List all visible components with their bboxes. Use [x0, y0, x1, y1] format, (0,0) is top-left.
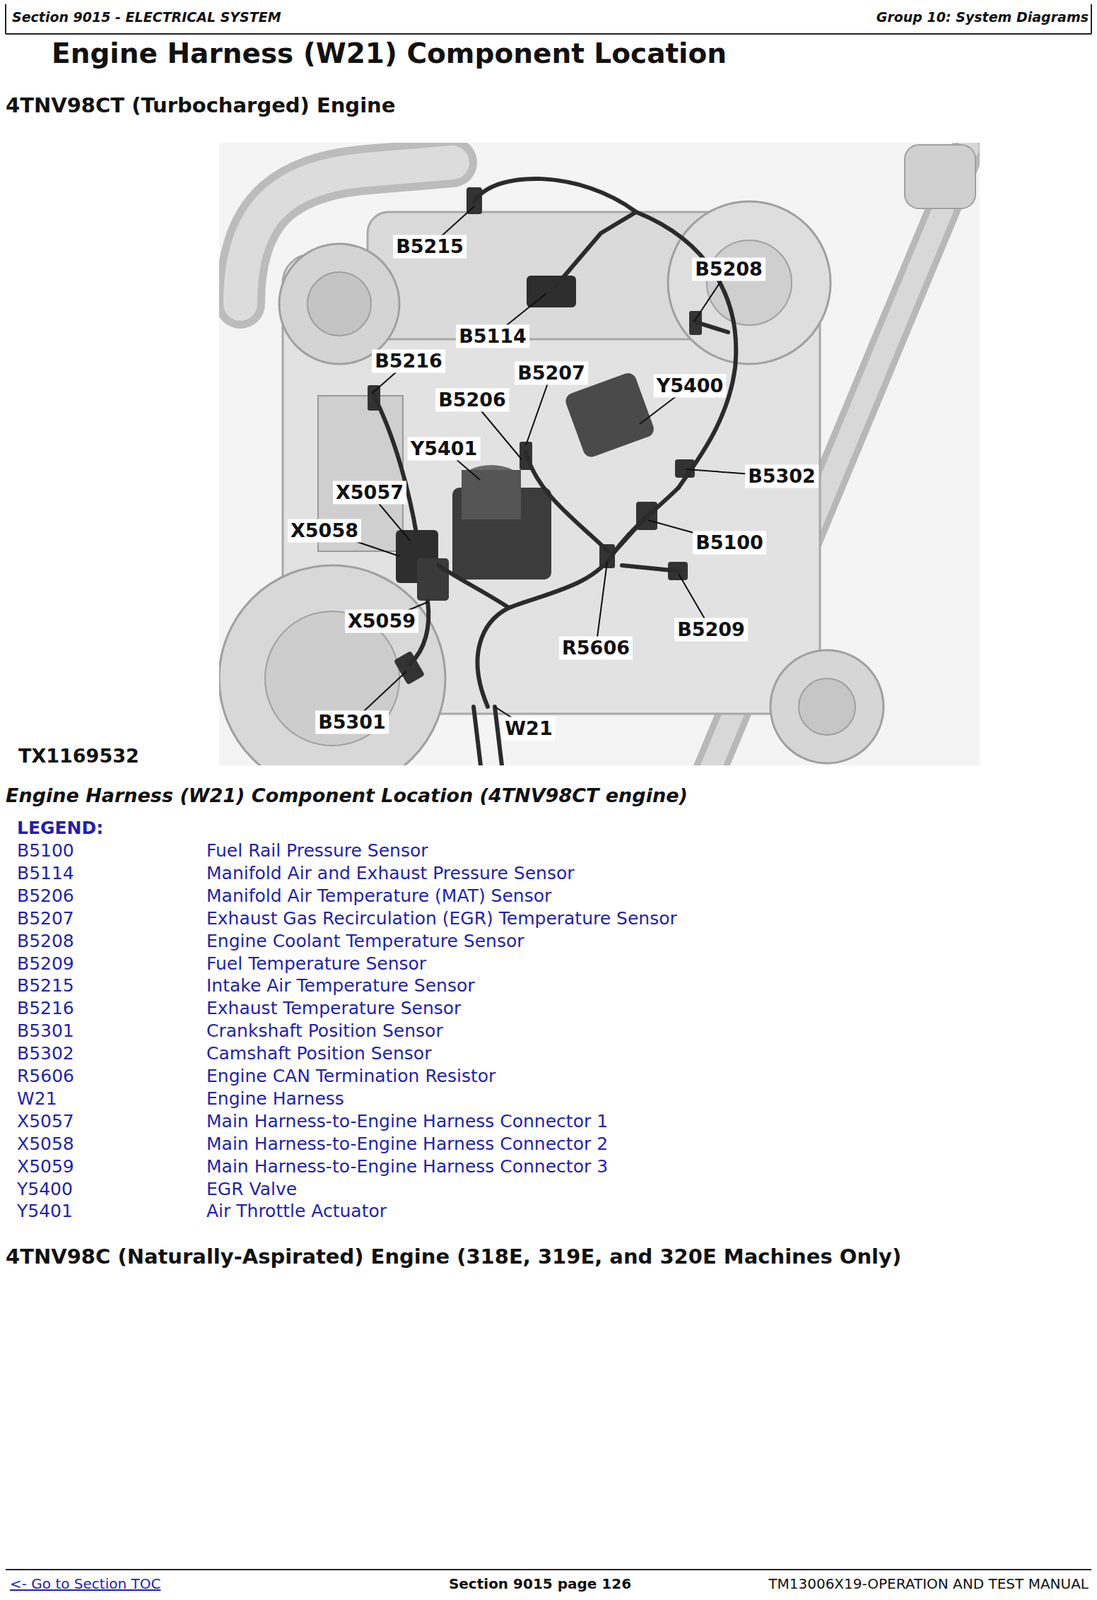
callout-label: X5059 [344, 609, 419, 633]
callout-label: B5207 [514, 361, 589, 385]
callout-label: B5206 [435, 388, 509, 412]
legend-code: X5058 [16, 1134, 75, 1155]
header-group: Group 10: System Diagrams [876, 9, 1089, 26]
legend-code: B5215 [16, 976, 75, 997]
legend-description: Engine Harness [206, 1089, 345, 1110]
legend-code: X5057 [16, 1111, 75, 1133]
callout-label: B5215 [392, 234, 467, 258]
legend-code: B5301 [16, 1021, 75, 1042]
callout-label: Y5400 [653, 373, 727, 398]
legend-description: Intake Air Temperature Sensor [206, 976, 475, 997]
toc-link: <- Go to Section TOC [9, 1576, 161, 1593]
footer-rule [5, 1569, 1092, 1571]
legend-code: B5209 [16, 954, 75, 975]
legend-code: X5059 [16, 1157, 75, 1178]
header-section: Section 9015 - ELECTRICAL SYSTEM [12, 9, 282, 26]
callout-label: X5057 [332, 480, 407, 504]
legend-code: Y5400 [16, 1179, 73, 1201]
legend-description: Engine CAN Termination Resistor [206, 1066, 496, 1088]
legend-code: R5606 [16, 1066, 75, 1088]
callout-label: B5302 [744, 464, 819, 488]
engine-drawing [219, 142, 980, 766]
legend-description: EGR Valve [206, 1179, 297, 1201]
legend-description: Camshaft Position Sensor [206, 1043, 432, 1065]
legend-description: Manifold Air Temperature (MAT) Sensor [206, 886, 552, 907]
legend-code: B5114 [16, 863, 75, 885]
legend-code: B5100 [16, 841, 75, 862]
legend-description: Fuel Temperature Sensor [206, 954, 427, 975]
callout-label: B5209 [674, 617, 748, 642]
legend-description: Exhaust Temperature Sensor [206, 998, 461, 1020]
legend-code: B5216 [16, 998, 75, 1020]
legend-description: Fuel Rail Pressure Sensor [206, 841, 429, 862]
legend-description: Main Harness-to-Engine Harness Connector… [206, 1111, 608, 1133]
legend-code: B5208 [16, 931, 75, 953]
legend-description: Exhaust Gas Recirculation (EGR) Temperat… [206, 908, 678, 930]
engine-subheading: 4TNV98C (Naturally-Aspirated) Engine (31… [5, 1245, 902, 1269]
legend-description: Crankshaft Position Sensor [206, 1021, 444, 1042]
callout-label: B5216 [371, 349, 446, 373]
callout-label: X5058 [287, 518, 362, 543]
figure-number: TX1169532 [18, 744, 140, 767]
page-number: Section 9015 page 126 [448, 1576, 632, 1593]
callout-label: B5100 [692, 530, 767, 555]
callout-label: B5114 [455, 324, 530, 348]
callout-label: Y5401 [407, 436, 481, 461]
legend-description: Manifold Air and Exhaust Pressure Sensor [206, 863, 575, 885]
legend-description: Main Harness-to-Engine Harness Connector… [206, 1157, 608, 1178]
legend-description: Main Harness-to-Engine Harness Connector… [206, 1134, 608, 1155]
legend-code: B5302 [16, 1043, 75, 1065]
callout-label: B5208 [691, 257, 766, 281]
manual-id: TM13006X19-OPERATION AND TEST MANUAL [768, 1576, 1089, 1593]
header-frame [4, 4, 7, 34]
header-frame [1090, 4, 1093, 34]
legend-code: Y5401 [16, 1201, 73, 1223]
legend-code: W21 [16, 1089, 58, 1110]
legend-heading: LEGEND: [16, 818, 104, 840]
legend-description: Air Throttle Actuator [206, 1201, 387, 1223]
callout-label: B5301 [315, 710, 389, 734]
header-rule [5, 33, 1092, 35]
figure-caption: Engine Harness (W21) Component Location … [5, 784, 688, 807]
callout-label: R5606 [559, 636, 633, 660]
page-title: Engine Harness (W21) Component Location [51, 38, 727, 70]
legend-description: Engine Coolant Temperature Sensor [206, 931, 525, 953]
callout-label: W21 [501, 716, 555, 741]
legend-code: B5206 [16, 886, 75, 907]
engine-subheading: 4TNV98CT (Turbocharged) Engine [5, 94, 396, 118]
legend-code: B5207 [16, 908, 75, 930]
